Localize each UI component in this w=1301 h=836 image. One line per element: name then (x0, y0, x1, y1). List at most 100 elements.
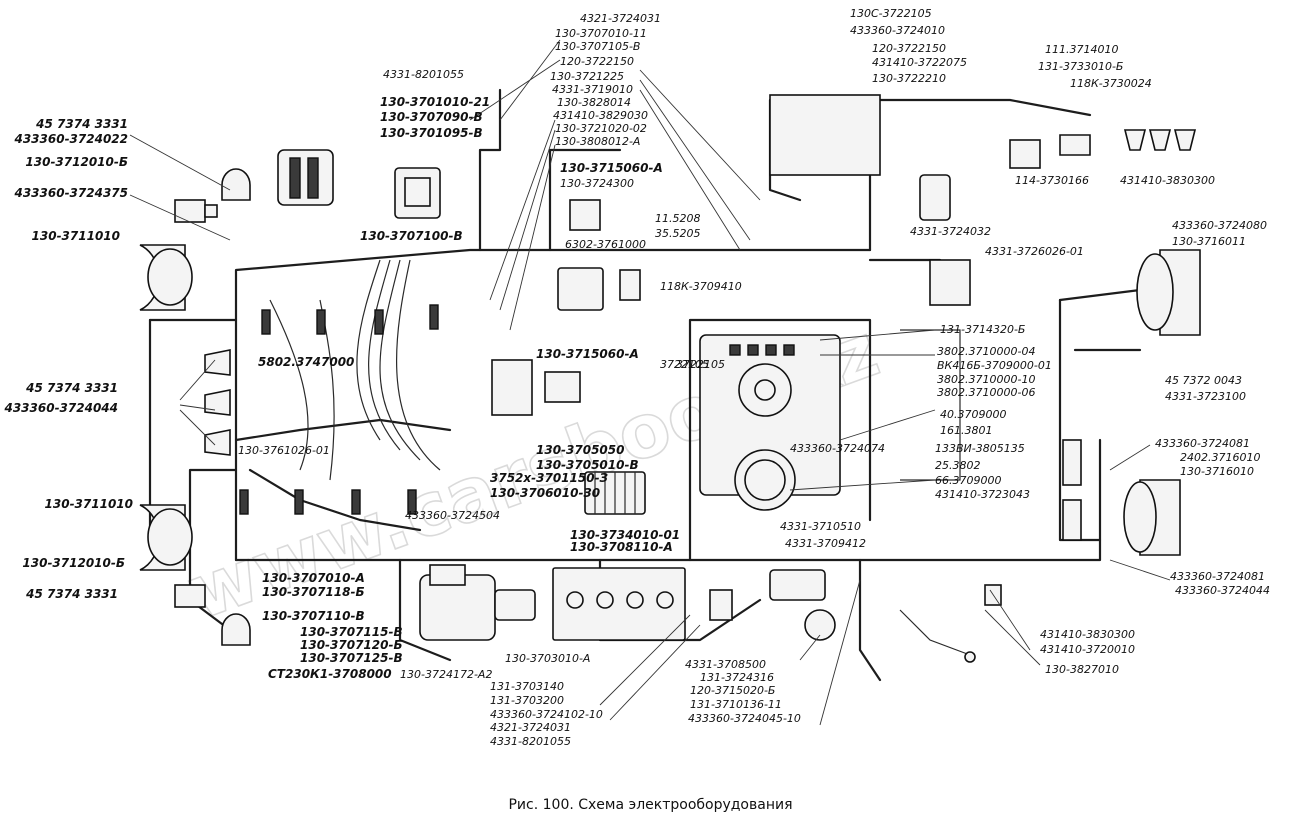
part-number-label: 433360-3724504 (405, 509, 500, 522)
part-number-label: 130-3827010 (1045, 663, 1119, 676)
part-number-label: 3722105 (676, 358, 725, 371)
part-number-label: 131-3714320-Б (940, 323, 1025, 336)
part-number-label: 433360-3724010 (850, 24, 945, 37)
part-number-label: 4331-8201055 (490, 735, 571, 748)
part-number-label: 130-3707118-Б (262, 585, 365, 599)
part-number-label: 130-3707100-В (360, 229, 463, 243)
part-number-label: 4321-3724031 (580, 12, 661, 25)
part-number-label: 3802.3710000-10 (937, 373, 1035, 386)
lamp-switch (769, 569, 826, 601)
part-number-label: 130-3722210 (872, 72, 946, 85)
part-number-label: 130-3721020-02 (555, 122, 647, 135)
callout-leaders (129, 39, 1171, 726)
part-number-label: 4331-3709412 (785, 537, 866, 550)
horn-signals-left (204, 349, 231, 456)
part-number-label: 130-3715060-А (536, 347, 639, 361)
part-number-label: 35.5205 (655, 227, 701, 240)
part-number-label: 130-3734010-01 (570, 528, 680, 542)
rear-lamp-bottom-left (174, 584, 251, 646)
part-number-label: 45 7374 3331 (25, 587, 118, 601)
battery (552, 567, 686, 641)
wiper-motor (929, 259, 971, 306)
part-number-label: 433360-3724074 (790, 442, 885, 455)
part-number-label: 130С-3722105 (850, 7, 932, 20)
instrument-panel (699, 334, 841, 511)
part-number-label: 130-3707110-В (262, 609, 365, 623)
part-number-label: 130-3715060-А (560, 161, 663, 175)
part-number-label: 130-3712010-Б (22, 556, 125, 570)
headlamp-left-bottom (139, 504, 193, 571)
part-number-label: СТ230К1-3708000 (268, 667, 392, 681)
part-number-label: 431410-3830300 (1120, 174, 1215, 187)
part-number-label: 431410-3829030 (553, 109, 648, 122)
fuse-block-right (1062, 439, 1082, 541)
part-number-label: 130-3705050 (536, 443, 624, 457)
part-number-label: 431410-3830300 (1040, 628, 1135, 641)
part-number-label: 2402.3716010 (1180, 451, 1260, 464)
spark-plugs-bottom (239, 489, 417, 515)
spark-plugs-top (261, 304, 439, 335)
part-number-label: 45 7374 3331 (35, 117, 128, 131)
mass-switch (709, 589, 733, 621)
part-number-label: 120-3715020-Б (690, 684, 775, 697)
part-number-label: 120-3722150 (872, 42, 946, 55)
part-number-label: 433360-3724080 (1172, 219, 1267, 232)
voltage-regulator (557, 199, 604, 311)
part-number-label: 130-3724172-А2 (400, 668, 492, 681)
part-number-label: 3752х-3701150-З (490, 471, 609, 485)
part-number-label: 130-3705010-В (536, 458, 639, 472)
part-number-label: 161.3801 (940, 424, 993, 437)
part-number-label: 130-3701010-21 (380, 95, 490, 109)
part-number-label: 130-3724300 (560, 177, 634, 190)
part-number-label: 130-3761026-01 (238, 444, 330, 457)
part-number-label: 433360-3724044 (3, 401, 118, 415)
headlamp-right-lower (1123, 479, 1181, 556)
part-number-label: 4331-3710510 (780, 520, 861, 533)
relay-block (491, 359, 581, 416)
part-number-label: 433360-3724045-10 (688, 712, 801, 725)
part-number-label: 431410-3720010 (1040, 643, 1135, 656)
part-number-label: 40.3709000 (940, 408, 1006, 421)
part-number-label: 131-3724316 (700, 671, 774, 684)
part-number-label: 4331-3724032 (910, 225, 991, 238)
part-number-label: 3802.3710000-06 (937, 386, 1035, 399)
part-number-label: 4331-8201055 (383, 68, 464, 81)
part-number-label: 433360-3724081 (1170, 570, 1265, 583)
part-number-label: 433360-3724081 (1155, 437, 1250, 450)
part-number-label: 130-3716010 (1180, 465, 1254, 478)
part-number-label: 4331-3719010 (552, 83, 633, 96)
signal-relay (1009, 134, 1091, 169)
part-number-label: 130-3703010-А (505, 652, 590, 665)
part-number-label: 4331-3723100 (1165, 390, 1246, 403)
part-number-label: 131-3710136-11 (690, 698, 782, 711)
ignition-switch-block (619, 269, 641, 301)
part-number-label: 118К-3730024 (1070, 77, 1152, 90)
part-number-label: 130-3707115-В (300, 625, 403, 639)
coil (394, 167, 441, 219)
sensor-right (899, 584, 1002, 663)
part-number-label: 130-3707090-В (380, 110, 483, 124)
part-number-label: 431410-3722075 (872, 56, 967, 69)
part-number-label: 130-3707010-А (262, 571, 365, 585)
part-number-label: 4331-3726026-01 (985, 245, 1084, 258)
part-number-label: 130-3711010 (45, 497, 133, 511)
part-number-label: 118К-3709410 (660, 280, 742, 293)
part-number-label: 433360-3724022 (13, 132, 128, 146)
part-number-label: 66.3709000 (935, 474, 1001, 487)
part-number-label: 4331-3708500 (685, 658, 766, 671)
fog-lamp (174, 199, 218, 223)
lamp-top-left (221, 168, 251, 201)
part-number-label: 431410-3723043 (935, 488, 1030, 501)
part-number-label: 130-3721225 (550, 70, 624, 83)
part-number-label: 11.5208 (655, 212, 701, 225)
part-number-label: 130-3707125-В (300, 651, 403, 665)
part-number-label: 130-3828014 (557, 96, 631, 109)
marker-lamps-top (1123, 129, 1197, 151)
part-number-label: 130-3808012-А (555, 135, 640, 148)
headlamp-left-top (139, 244, 193, 311)
part-number-label: 130-3716011 (1172, 235, 1246, 248)
part-number-label: 130-3707010-11 (555, 27, 647, 40)
top-connector-block (769, 94, 881, 176)
figure-caption: Рис. 100. Схема электрооборудования (508, 797, 793, 813)
